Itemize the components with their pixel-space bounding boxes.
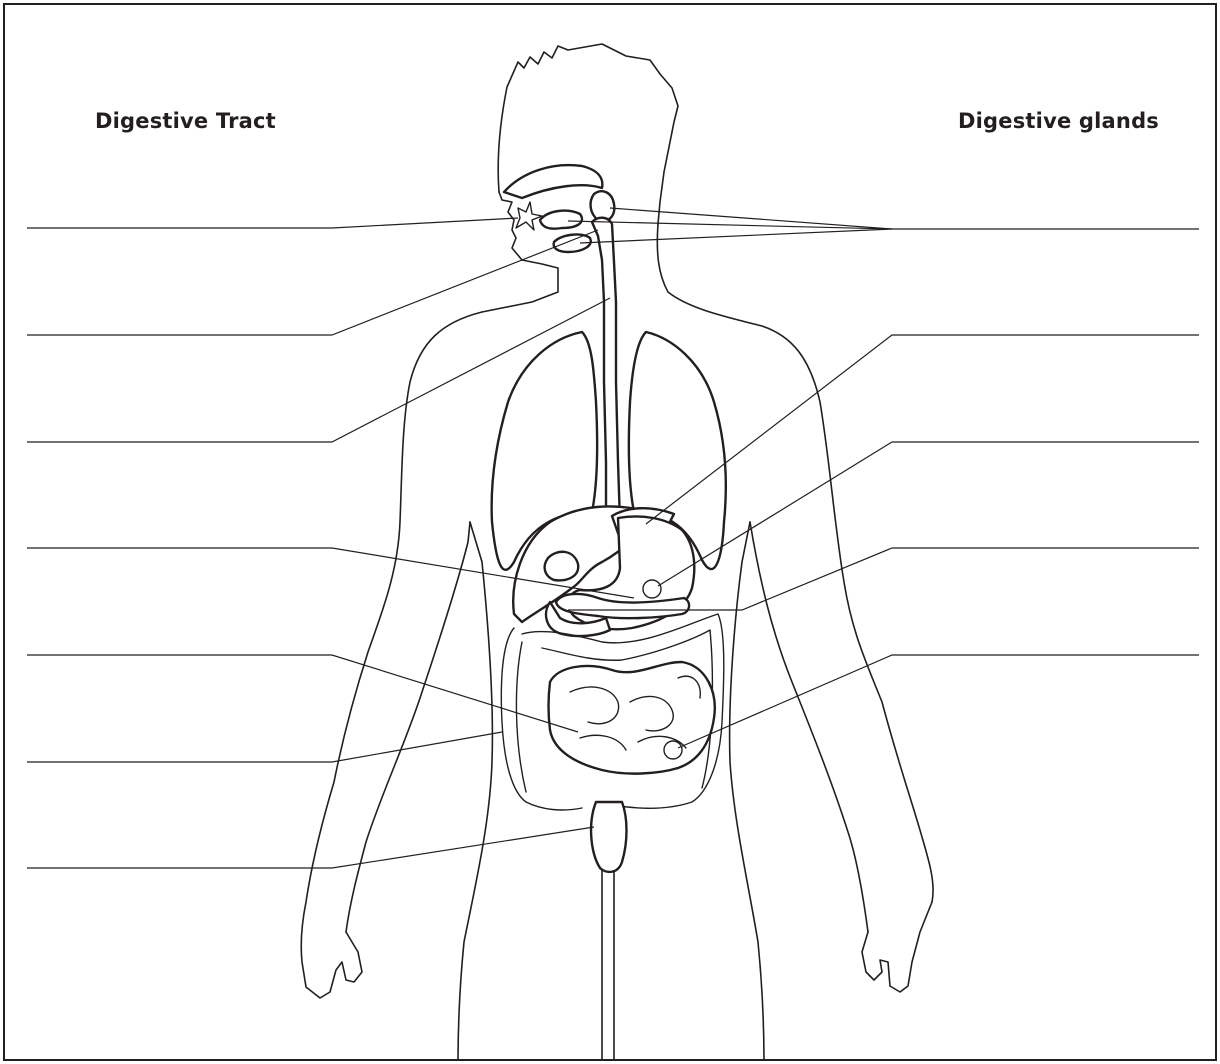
face-outline: [482, 192, 558, 312]
leader-right-3: [658, 442, 1199, 586]
leader-right-2: [646, 335, 1199, 524]
leader-left-7: [27, 827, 594, 868]
palate-nasal: [504, 165, 602, 198]
tongue: [540, 211, 582, 229]
left-torso-outline: [458, 522, 492, 1061]
leader-left-6: [27, 732, 502, 762]
neck-right-outline: [657, 224, 933, 902]
small-intestine-coils: [549, 662, 715, 774]
teeth-star: [516, 202, 542, 230]
gallbladder: [545, 552, 579, 581]
right-inner-arm-outline: [750, 522, 868, 932]
left-inner-arm-outline: [346, 522, 470, 932]
leader-right-1a: [610, 208, 1199, 229]
worksheet-frame: Digestive Tract Digestive glands: [3, 3, 1217, 1061]
leader-right-1c: [580, 229, 892, 243]
small-intestine: [549, 662, 715, 774]
leader-left-5: [27, 655, 578, 732]
rectum: [591, 802, 626, 872]
right-hand-outline: [862, 902, 932, 992]
leg-divide-outline: [602, 866, 614, 1061]
leader-right-5: [678, 655, 1199, 748]
digestive-system-diagram: [5, 5, 1217, 1061]
leader-left-1: [27, 218, 518, 228]
